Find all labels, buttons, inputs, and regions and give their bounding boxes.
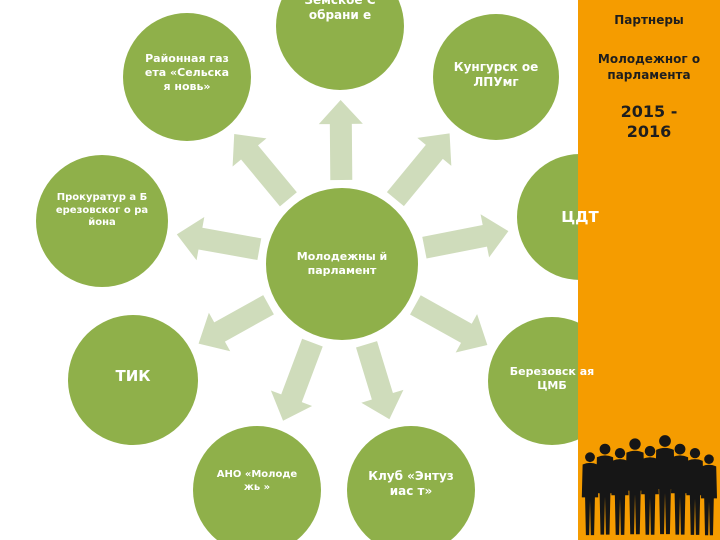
connector-arrow — [410, 295, 488, 353]
connector-arrow — [386, 133, 452, 207]
connector-arrow — [198, 295, 274, 352]
partner-node-label: АНО «Молодежь » — [216, 469, 298, 493]
connector-arrow — [176, 216, 262, 261]
partner-node-label: ЦДТ — [561, 207, 599, 226]
connector-arrow — [232, 133, 297, 207]
people-silhouettes-icon — [581, 435, 717, 536]
partner-node-label: Земское Собрани е — [304, 0, 376, 22]
partner-node-circle — [347, 426, 475, 540]
connector-arrow — [318, 99, 363, 181]
partner-node-label: Клуб «Энтузиас т» — [368, 468, 454, 498]
center-node-label: Молодежны й парламент — [296, 250, 388, 277]
sidebar-title: Партнеры — [614, 13, 684, 27]
connector-arrow — [356, 341, 404, 420]
connector-arrow — [270, 338, 323, 421]
partner-node-circle — [68, 315, 198, 445]
partner-node-label: Прокуратур а Березовског о района — [55, 192, 149, 229]
sidebar-panel: Партнеры Молодежног о парламента 2015 - … — [578, 0, 720, 540]
partner-node-circle — [433, 14, 559, 140]
partner-node-label: Районная газета «Сельская новь» — [144, 52, 230, 93]
partner-node-circle — [193, 426, 321, 540]
partner-node-circle — [276, 0, 404, 90]
sidebar-years: 2015 - 2016 — [620, 102, 678, 141]
partner-node-circle — [123, 13, 251, 141]
connector-arrow — [422, 214, 509, 259]
sidebar-subtitle: Молодежног о парламента — [597, 52, 701, 82]
partner-node-label: ТИК — [115, 366, 151, 385]
partner-node-label: Березовск ая ЦМБ — [509, 365, 595, 392]
partner-node-label: Кунгурск ое ЛПУмг — [453, 59, 539, 89]
center-node-circle — [266, 188, 418, 340]
partner-node-circle — [36, 155, 168, 287]
